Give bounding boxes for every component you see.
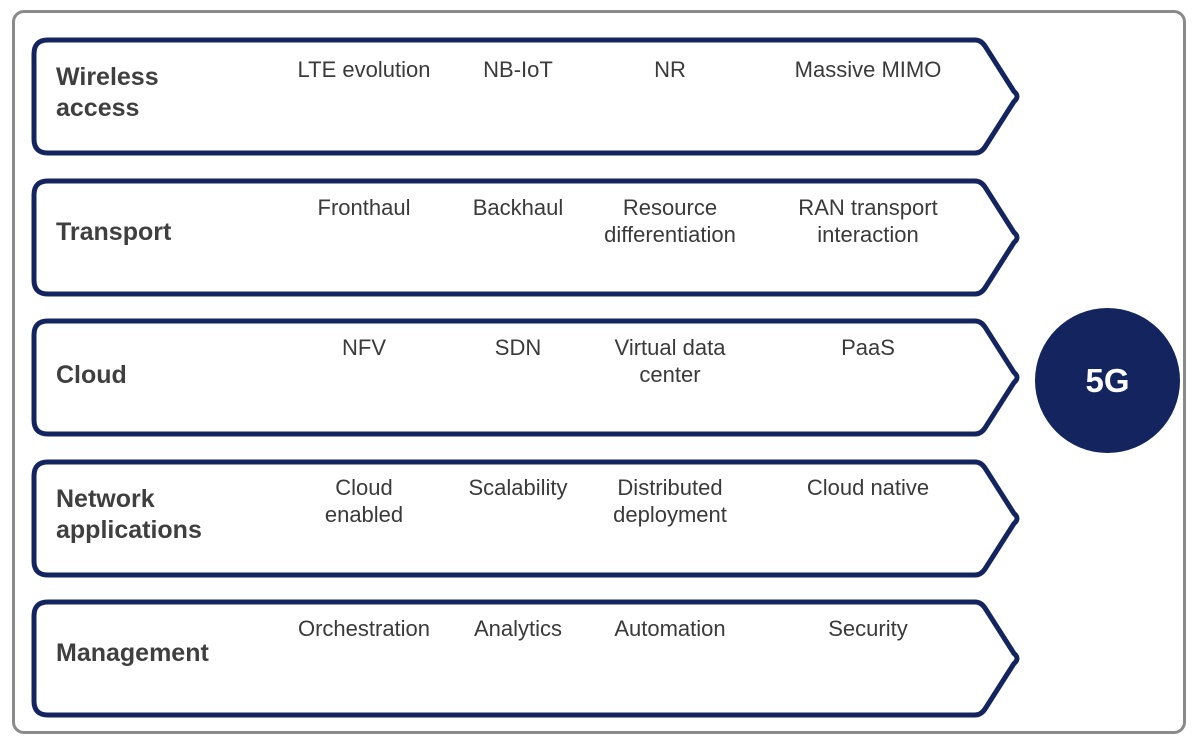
row-item: Virtual data center bbox=[614, 335, 726, 387]
row-arrow-1 bbox=[31, 37, 1020, 156]
row-item: Massive MIMO bbox=[794, 57, 942, 82]
row-item: RAN transport interaction bbox=[798, 195, 938, 247]
5g-badge: 5G bbox=[1035, 308, 1180, 453]
row-item: Automation bbox=[614, 616, 726, 641]
row-item: Resource differentiation bbox=[604, 195, 736, 247]
row-item: SDN bbox=[494, 335, 542, 360]
row-title: Wireless access bbox=[56, 63, 159, 122]
row-item: Backhaul bbox=[472, 195, 564, 220]
row-arrow-2 bbox=[31, 178, 1020, 297]
row-item: Security bbox=[828, 616, 908, 641]
row-item: Distributed deployment bbox=[613, 475, 727, 527]
row-item: NB-IoT bbox=[483, 57, 553, 82]
row-item: Fronthaul bbox=[317, 195, 411, 220]
row-title: Management bbox=[56, 639, 209, 667]
row-arrow-4 bbox=[31, 459, 1020, 578]
row-item: Orchestration bbox=[297, 616, 431, 641]
row-item: LTE evolution bbox=[297, 57, 431, 82]
row-title: Network applications bbox=[56, 485, 202, 544]
row-item: Cloud enabled bbox=[324, 475, 404, 527]
row-title: Transport bbox=[56, 218, 172, 246]
row-item: PaaS bbox=[841, 335, 895, 360]
row-item: Cloud native bbox=[806, 475, 930, 500]
row-item: NFV bbox=[342, 335, 386, 360]
row-item: Analytics bbox=[473, 616, 563, 641]
row-arrow-5 bbox=[31, 599, 1020, 718]
row-item: Scalability bbox=[468, 475, 568, 500]
row-item: NR bbox=[654, 57, 686, 82]
row-title: Cloud bbox=[56, 361, 127, 389]
row-arrow-3 bbox=[31, 318, 1020, 437]
